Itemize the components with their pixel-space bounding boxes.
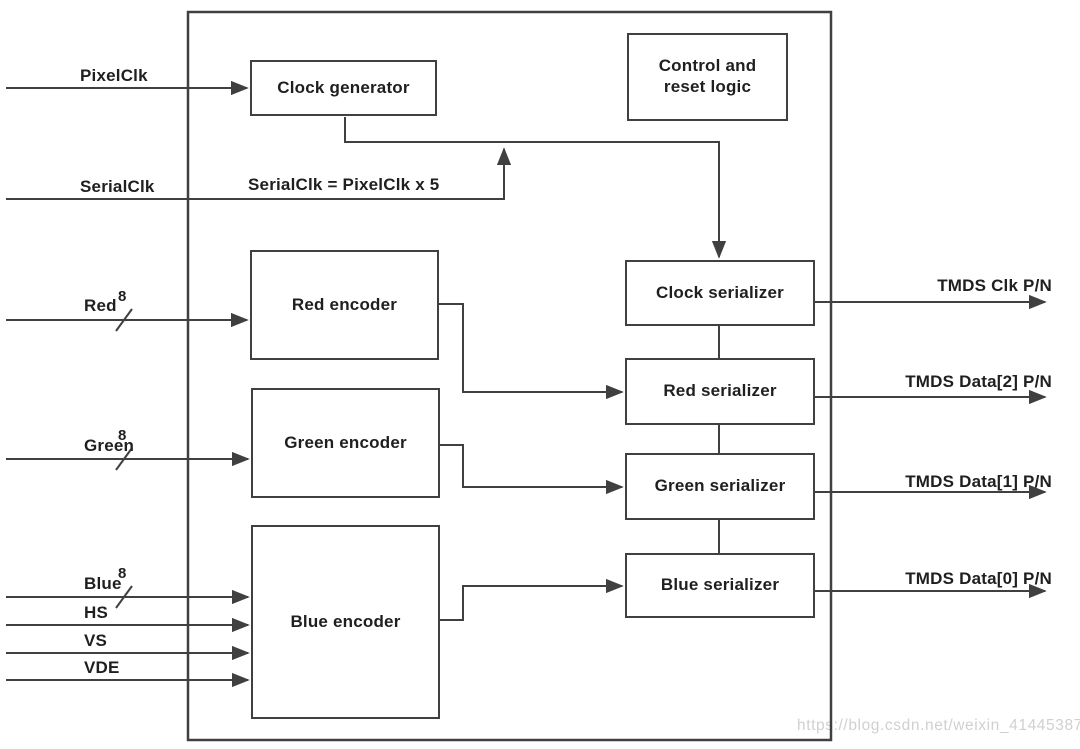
block-blue-encoder: Blue encoder [251,525,440,719]
block-green-encoder-label: Green encoder [284,432,407,452]
vs-label: VS [84,631,108,650]
green-bus-width-label: 8 [118,427,127,444]
blue-bus-width-label: 8 [118,565,127,582]
blue-bus-slash [115,585,133,609]
block-clock-generator-label: Clock generator [277,77,410,97]
block-green-encoder: Green encoder [251,388,440,498]
serialclk-wire [6,147,512,200]
watermark-url: https://blog.csdn.net/weixin_41445387 [797,717,1080,734]
red-bus-slash [115,308,133,332]
serialclk-equation-annotation: SerialClk = PixelClk x 5 [248,175,440,194]
block-clock-generator: Clock generator [250,60,437,116]
block-blue-serializer: Blue serializer [625,553,815,618]
block-red-encoder-label: Red encoder [291,294,398,314]
block-red-serializer: Red serializer [625,358,815,425]
block-clock-serializer-label: Clock serializer [656,282,784,302]
hs-label: HS [84,603,109,622]
serialclk-label: SerialClk [80,177,155,196]
block-blue-encoder-label: Blue encoder [290,611,401,631]
block-control-reset-logic: Control and reset logic [627,33,788,121]
blueencoder-to-blueserializer-wire [439,578,624,621]
green-bus-slash [115,447,133,471]
red-label: Red [84,296,117,315]
redencoder-to-redserializer-wire [439,303,624,400]
chip-boundary-box [186,10,833,742]
pixelclk-label: PixelClk [80,66,148,85]
block-control-reset-logic-label: Control and reset logic [658,56,757,96]
tmds-data1-label: TMDS Data[1] P/N [905,472,1052,491]
block-green-serializer-label: Green serializer [654,476,786,496]
vde-label: VDE [84,658,120,677]
block-green-serializer: Green serializer [625,453,815,520]
blue-label: Blue [84,574,122,593]
red-bus-width-label: 8 [118,288,127,305]
green-label: Green [84,436,135,455]
tmds-data2-label: TMDS Data[2] P/N [905,372,1052,391]
block-blue-serializer-label: Blue serializer [660,575,780,595]
tmds-data0-label: TMDS Data[0] P/N [905,569,1052,588]
block-red-encoder: Red encoder [250,250,439,360]
tmds-clk-label: TMDS Clk P/N [937,276,1052,295]
clockgen-to-clockserializer-wire [344,117,727,259]
greenencoder-to-greenserializer-wire [439,444,624,495]
block-clock-serializer: Clock serializer [625,260,815,326]
block-red-serializer-label: Red serializer [663,381,777,401]
